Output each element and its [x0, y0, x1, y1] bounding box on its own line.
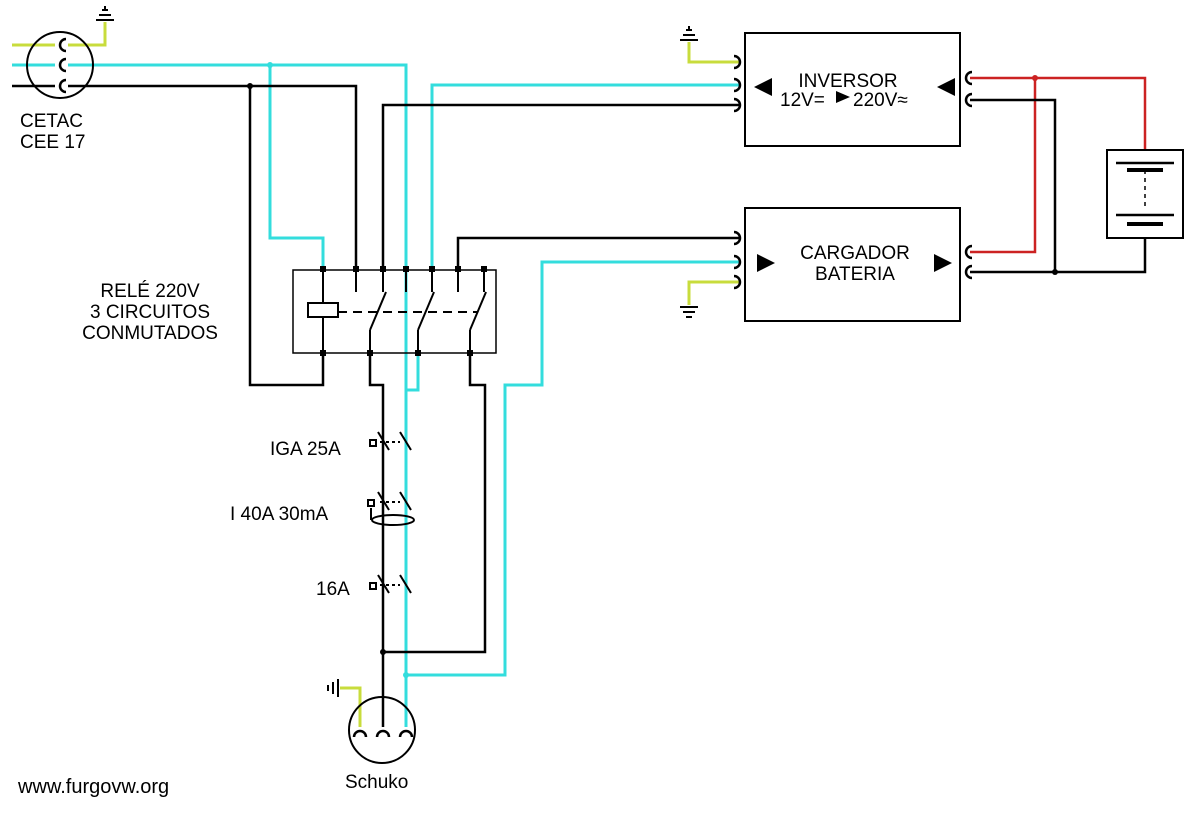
- junction-dots: [247, 62, 1058, 678]
- ground-icon: [680, 306, 698, 318]
- relay-label-2: 3 CIRCUITOS: [90, 302, 210, 323]
- plug-socket-icon: [733, 230, 973, 290]
- inverter-title: INVERSOR: [798, 71, 897, 92]
- inverter-spec-dc: 12V=: [780, 90, 825, 111]
- breaker16-label: 16A: [316, 579, 350, 600]
- relay-label-3: CONMUTADOS: [82, 323, 218, 344]
- relay-label-1: RELÉ 220V: [100, 281, 200, 302]
- charger-label-1: CARGADOR: [800, 243, 910, 264]
- inverter-box: [733, 32, 973, 147]
- breaker-icon: [369, 574, 412, 594]
- ground-icon: [680, 26, 698, 41]
- cetac-inlet: [26, 31, 94, 99]
- charger-box: [733, 207, 973, 322]
- arrow-icon: [937, 78, 955, 96]
- charger-label-2: BATERIA: [815, 264, 895, 285]
- ground-icon: [96, 6, 114, 21]
- relay-coil-icon: [307, 302, 339, 318]
- arrow-icon: [754, 78, 772, 96]
- schuko-socket: [348, 696, 416, 764]
- iga-label: IGA 25A: [270, 439, 341, 460]
- battery-icon: [1106, 149, 1184, 239]
- plug-socket-icon: [352, 729, 414, 738]
- cetac-label-1: CETAC: [20, 111, 83, 132]
- earth-wires: [12, 22, 740, 727]
- inverter-spec-ac: 220V≈: [853, 90, 908, 111]
- breaker-icon: [369, 431, 412, 451]
- arrow-icon: [934, 254, 952, 272]
- neutral-wires: [12, 63, 740, 727]
- arrow-icon: [757, 254, 775, 272]
- cetac-label-2: CEE 17: [20, 132, 85, 153]
- plug-socket-icon: [58, 37, 67, 94]
- dc-wires: [970, 76, 1147, 274]
- phase-wires: [12, 84, 740, 727]
- plug-socket-icon: [733, 54, 973, 113]
- schuko-label: Schuko: [345, 772, 408, 793]
- breaker-icon: [367, 491, 415, 526]
- relay-box: [292, 266, 497, 356]
- ground-icon: [327, 679, 339, 697]
- website-watermark: www.furgovw.org: [17, 776, 169, 798]
- differential-label: I 40A 30mA: [230, 504, 329, 525]
- arrow-icon: [836, 91, 850, 103]
